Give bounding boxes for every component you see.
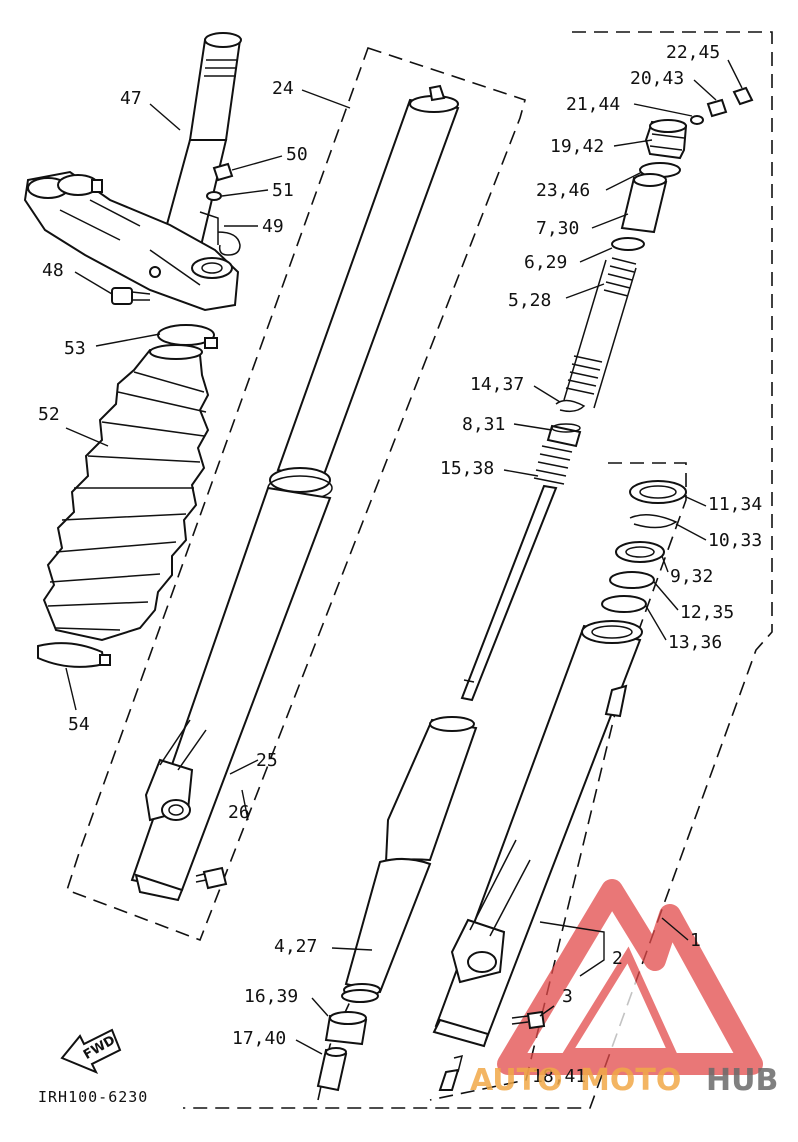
group-outline-inner <box>317 979 361 1101</box>
callout-51: 51 <box>272 180 294 201</box>
callout-7-30: 7,30 <box>536 218 579 239</box>
callout-52: 52 <box>38 404 60 425</box>
watermark-brand-moto: MOTO <box>580 1063 681 1098</box>
callout-53: 53 <box>64 338 86 359</box>
rebound-spring-15-38 <box>533 445 573 485</box>
clamp-49 <box>199 211 241 256</box>
boot-band-54 <box>37 642 111 668</box>
watermark-brand-auto: AUTO <box>470 1063 563 1098</box>
callout-47: 47 <box>120 88 142 109</box>
callout-54: 54 <box>68 714 90 735</box>
callout-48: 48 <box>42 260 64 281</box>
callout-14-37: 14,37 <box>470 374 524 395</box>
fork-spring-5-28 <box>563 257 637 409</box>
callout-20-43: 20,43 <box>630 68 684 89</box>
slider-25 <box>130 486 332 902</box>
forward-arrow-icon <box>60 1028 122 1074</box>
clip-10-33 <box>629 514 678 529</box>
callout-1: 1 <box>690 930 701 951</box>
spacer-7-30 <box>620 173 668 234</box>
bolt-50 <box>212 162 234 182</box>
watermark-brand-hub: HUB <box>706 1063 778 1098</box>
fork-boot-52 <box>42 344 210 642</box>
watermark-triangle-logo <box>497 879 763 1075</box>
washer-6-29 <box>611 237 645 251</box>
callout-50: 50 <box>286 144 308 165</box>
callout-17-40: 17,40 <box>232 1028 286 1049</box>
drain-bolt-26 <box>195 866 228 890</box>
bolt-48 <box>111 287 151 305</box>
callout-5-28: 5,28 <box>508 290 551 311</box>
o-ring-21-44 <box>690 115 704 125</box>
damper-rod <box>460 484 558 702</box>
callout-18-41: 18,41 <box>532 1066 586 1087</box>
callout-23-46: 23,46 <box>536 180 590 201</box>
callout-13-36: 13,36 <box>668 632 722 653</box>
circlip-14-37 <box>555 399 586 413</box>
callout-22-45: 22,45 <box>666 42 720 63</box>
damper-seat-17-40 <box>316 1047 348 1092</box>
piston-ring-8-31 <box>546 423 582 448</box>
callout-3: 3 <box>562 986 573 1007</box>
group-outline-fork-assembly <box>183 31 773 1109</box>
group-outline-outer-tube <box>66 46 526 942</box>
cap-bolt-19-42 <box>644 119 688 160</box>
callout-25: 25 <box>256 750 278 771</box>
steering-stem-47 <box>158 32 242 251</box>
under-bracket <box>23 170 240 312</box>
callout-9-32: 9,32 <box>670 566 713 587</box>
callout-8-31: 8,31 <box>462 414 505 435</box>
oil-seal-9-32 <box>615 541 665 563</box>
fork-slider-2 <box>432 620 643 1048</box>
callout-21-44: 21,44 <box>566 94 620 115</box>
bolt-22-45 <box>732 86 754 106</box>
oil-lock-16-39 <box>324 1011 368 1046</box>
bushing-13-36 <box>601 595 647 613</box>
group-outline-damper <box>429 462 687 1101</box>
callout-4-27: 4,27 <box>274 936 317 957</box>
dust-seal-11-34 <box>629 480 687 504</box>
callout-11-34: 11,34 <box>708 494 762 515</box>
callout-15-38: 15,38 <box>440 458 494 479</box>
callout-16-39: 16,39 <box>244 986 298 1007</box>
callout-24: 24 <box>272 78 294 99</box>
leader-lines <box>65 59 743 1055</box>
bolt-18-41 <box>438 1054 464 1091</box>
inner-tube-4-27 <box>341 716 478 1003</box>
callout-26: 26 <box>228 802 250 823</box>
callout-2: 2 <box>612 948 623 969</box>
callout-19-42: 19,42 <box>550 136 604 157</box>
screw-20-43 <box>706 98 728 118</box>
watermark-brand-text: AUTO MOTO HUB <box>470 1063 778 1098</box>
callout-10-33: 10,33 <box>708 530 762 551</box>
callout-49: 49 <box>262 216 284 237</box>
outer-tube-24 <box>267 84 460 501</box>
callout-labels: 47 24 50 51 49 48 53 52 54 25 26 22,45 2… <box>38 42 762 1087</box>
diagram-code: IRH100-6230 <box>38 1088 148 1106</box>
callout-12-35: 12,35 <box>680 602 734 623</box>
washer-51 <box>206 191 222 201</box>
washer-12-35 <box>609 571 655 589</box>
callout-6-29: 6,29 <box>524 252 567 273</box>
